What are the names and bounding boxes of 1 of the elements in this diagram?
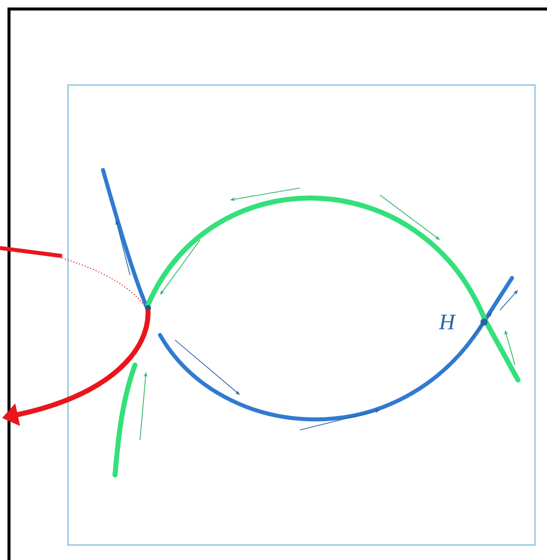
- point-label: H: [438, 314, 456, 330]
